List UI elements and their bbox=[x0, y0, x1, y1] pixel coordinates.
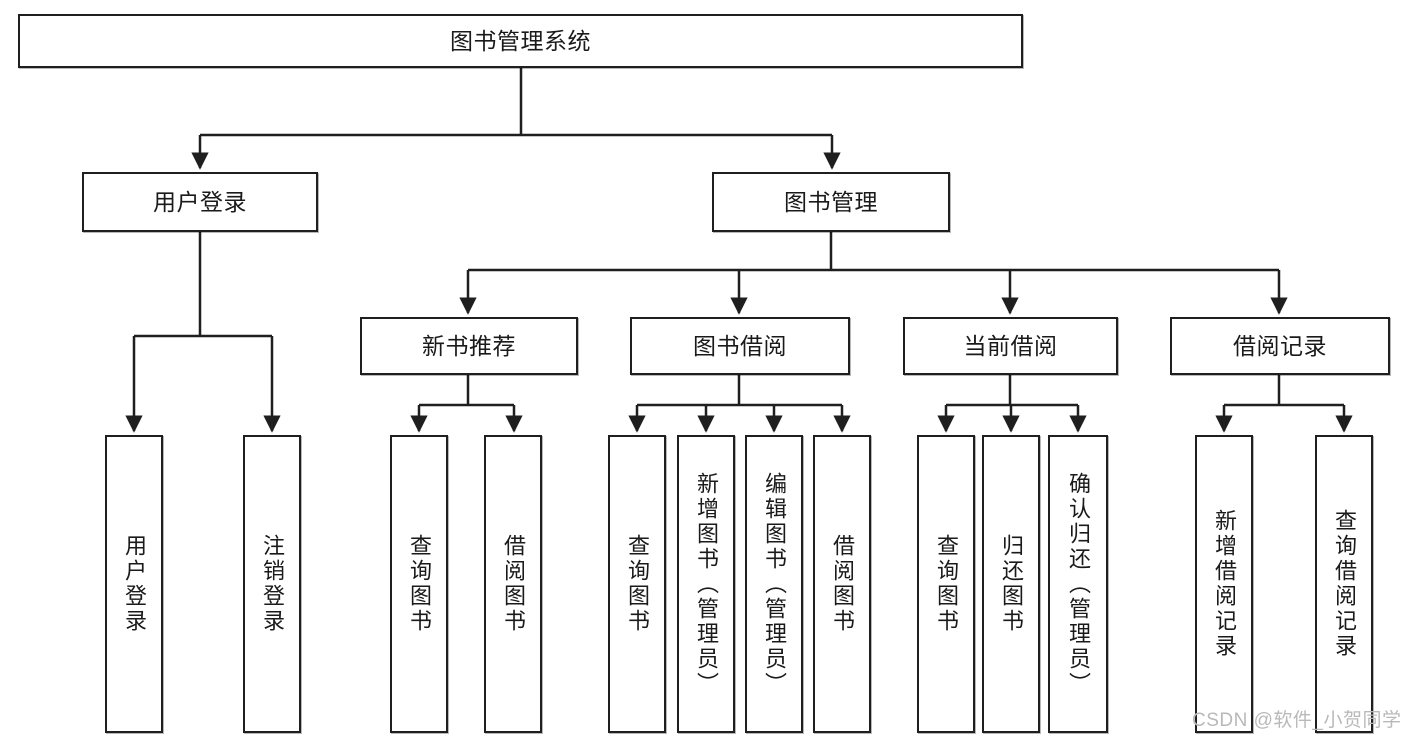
node-user-login[interactable]: 用户登录 bbox=[82, 172, 318, 232]
node-leaf-logout[interactable]: 注销登录 bbox=[243, 435, 301, 733]
node-leaf-query-book-rec[interactable]: 查询图书 bbox=[390, 435, 448, 733]
node-user-login-label: 用户登录 bbox=[153, 188, 247, 215]
node-root[interactable]: 图书管理系统 bbox=[18, 14, 1023, 68]
node-current-borrow[interactable]: 当前借阅 bbox=[903, 317, 1118, 375]
node-leaf-user-login-label: 用户登录 bbox=[122, 534, 147, 634]
node-leaf-edit-book-label: 编辑图书（管理员） bbox=[762, 471, 787, 697]
node-current-borrow-label: 当前借阅 bbox=[963, 332, 1058, 359]
node-book-borrow[interactable]: 图书借阅 bbox=[630, 317, 850, 375]
node-root-label: 图书管理系统 bbox=[450, 27, 591, 54]
node-book-borrow-label: 图书借阅 bbox=[693, 332, 787, 359]
node-leaf-logout-label: 注销登录 bbox=[260, 534, 285, 634]
node-leaf-add-book-label: 新增图书（管理员） bbox=[694, 471, 719, 697]
node-leaf-edit-book[interactable]: 编辑图书（管理员） bbox=[745, 435, 803, 733]
node-book-manage-label: 图书管理 bbox=[784, 188, 878, 215]
node-leaf-return-book-label: 归还图书 bbox=[999, 534, 1024, 634]
node-leaf-query-record-label: 查询借阅记录 bbox=[1332, 509, 1357, 659]
node-leaf-borrow-book-label: 借阅图书 bbox=[830, 534, 855, 634]
node-leaf-query-book-rec-label: 查询图书 bbox=[407, 534, 432, 634]
node-leaf-borrow-book-rec[interactable]: 借阅图书 bbox=[484, 435, 542, 733]
node-book-manage[interactable]: 图书管理 bbox=[712, 172, 950, 232]
node-leaf-return-book[interactable]: 归还图书 bbox=[982, 435, 1040, 733]
node-leaf-add-record[interactable]: 新增借阅记录 bbox=[1195, 435, 1253, 733]
node-leaf-confirm-return-label: 确认归还（管理员） bbox=[1066, 471, 1091, 697]
node-leaf-query-record[interactable]: 查询借阅记录 bbox=[1315, 435, 1373, 733]
node-leaf-borrow-book-rec-label: 借阅图书 bbox=[501, 534, 526, 634]
node-leaf-query-book-cur[interactable]: 查询图书 bbox=[917, 435, 975, 733]
node-leaf-confirm-return[interactable]: 确认归还（管理员） bbox=[1048, 435, 1108, 733]
node-new-book-rec-label: 新书推荐 bbox=[422, 332, 516, 359]
csdn-watermark: CSDN @软件_小贺同学 bbox=[1192, 710, 1402, 731]
node-leaf-borrow-book[interactable]: 借阅图书 bbox=[813, 435, 871, 733]
node-leaf-add-book[interactable]: 新增图书（管理员） bbox=[677, 435, 735, 733]
node-leaf-query-book-cur-label: 查询图书 bbox=[934, 534, 959, 634]
node-new-book-rec[interactable]: 新书推荐 bbox=[360, 317, 578, 375]
node-leaf-user-login[interactable]: 用户登录 bbox=[105, 435, 163, 733]
node-leaf-add-record-label: 新增借阅记录 bbox=[1212, 509, 1237, 659]
node-leaf-query-book-borrow-label: 查询图书 bbox=[625, 534, 650, 634]
node-borrow-record-label: 借阅记录 bbox=[1233, 332, 1327, 359]
node-leaf-query-book-borrow[interactable]: 查询图书 bbox=[608, 435, 666, 733]
node-borrow-record[interactable]: 借阅记录 bbox=[1170, 317, 1390, 375]
